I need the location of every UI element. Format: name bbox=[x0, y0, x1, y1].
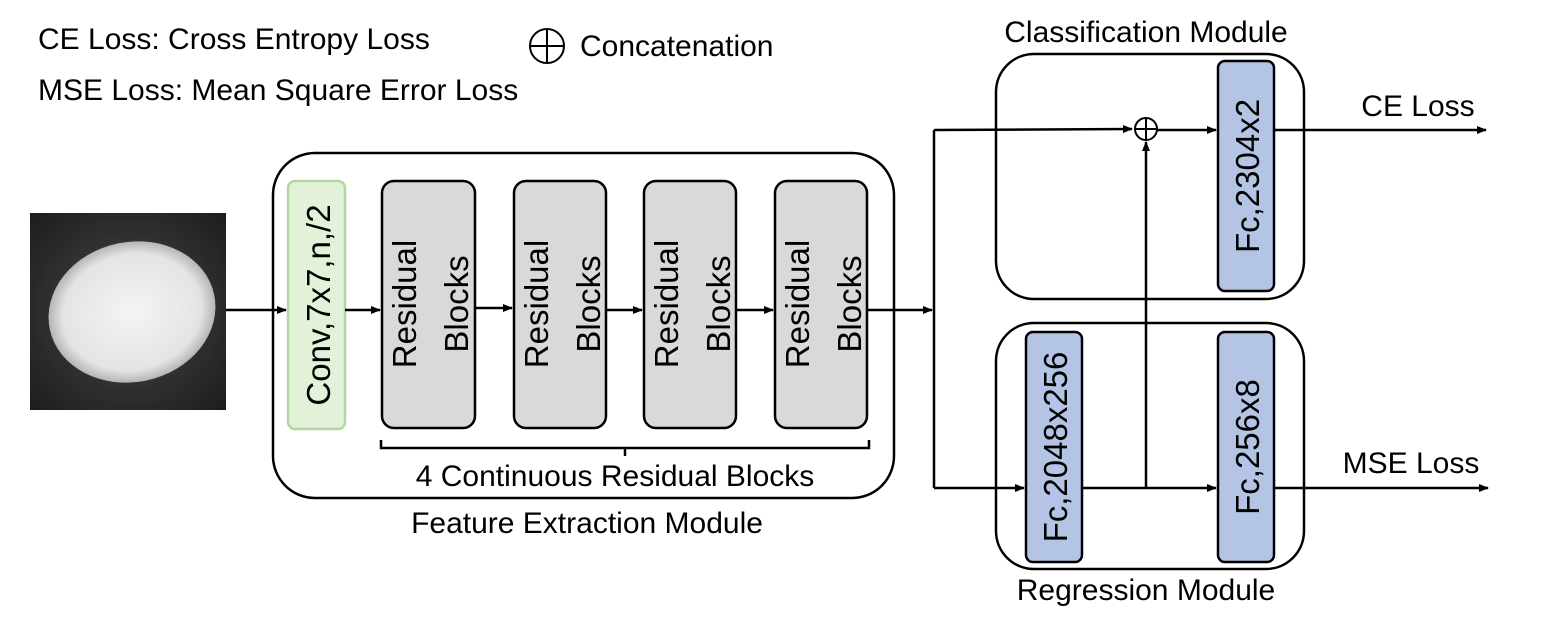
ce-loss-label: CE Loss bbox=[1361, 90, 1474, 123]
conv-block bbox=[286, 179, 347, 431]
fc-regression-2-label: Fc,256x8 bbox=[1229, 379, 1266, 515]
residual-label-1: Residual bbox=[386, 240, 423, 368]
fc-regression-1 bbox=[1024, 330, 1084, 564]
residual-label-1: Residual bbox=[648, 240, 685, 368]
regression-module-box bbox=[994, 321, 1306, 571]
fc-classification bbox=[1216, 59, 1276, 293]
brace-label: 4 Continuous Residual Blocks bbox=[416, 460, 815, 493]
concatenation-icon bbox=[529, 28, 565, 64]
legend-concat: Concatenation bbox=[580, 30, 773, 63]
residual-label-1: Residual bbox=[779, 240, 816, 368]
residual-block-2: Residual Blocks bbox=[512, 179, 608, 430]
classification-module-label: Classification Module bbox=[1004, 16, 1287, 49]
residual-label-2: Blocks bbox=[700, 255, 737, 352]
legend-ce: CE Loss: Cross Entropy Loss bbox=[38, 23, 430, 56]
classification-module-box bbox=[994, 52, 1306, 301]
legend-mse: MSE Loss: Mean Square Error Loss bbox=[38, 74, 518, 107]
input-image bbox=[30, 213, 226, 410]
regression-module-label: Regression Module bbox=[1017, 574, 1275, 607]
residual-block-4: Residual Blocks bbox=[773, 179, 869, 430]
residual-label-1: Residual bbox=[518, 240, 555, 368]
fc-regression-1-label: Fc,2048x256 bbox=[1037, 352, 1074, 543]
residual-brace bbox=[379, 440, 871, 456]
conv-label: Conv,7x7,n,/2 bbox=[300, 204, 337, 405]
mse-loss-label: MSE Loss bbox=[1343, 447, 1480, 480]
residual-block-1: Residual Blocks bbox=[380, 179, 477, 430]
residual-block-3: Residual Blocks bbox=[642, 179, 738, 430]
feature-module-box bbox=[271, 151, 896, 500]
fc-regression-2 bbox=[1216, 330, 1276, 564]
residual-label-2: Blocks bbox=[831, 255, 868, 352]
residual-label-2: Blocks bbox=[438, 255, 475, 352]
residual-label-2: Blocks bbox=[570, 255, 607, 352]
concat-node-icon bbox=[1134, 117, 1158, 141]
fc-classification-label: Fc,2304x2 bbox=[1229, 99, 1266, 253]
feature-module-label: Feature Extraction Module bbox=[411, 507, 763, 540]
